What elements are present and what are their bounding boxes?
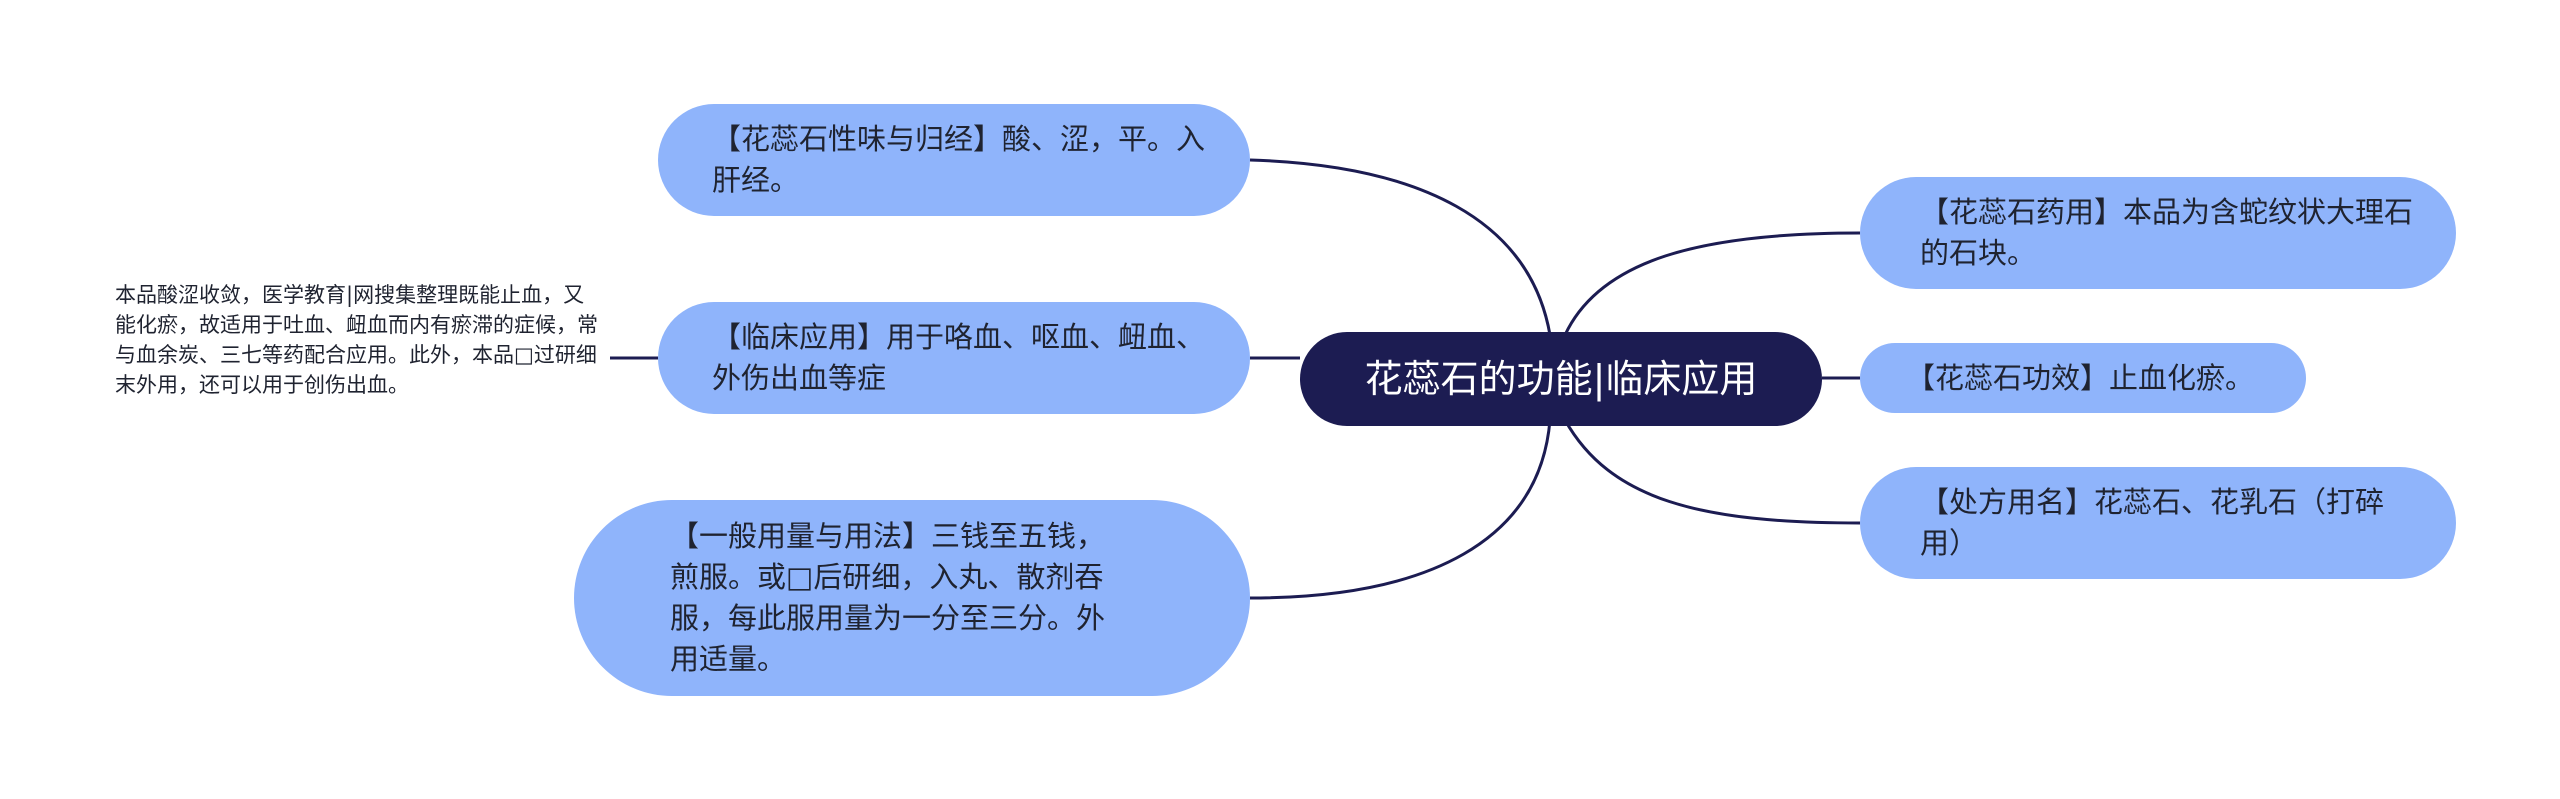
branch-node-right-2[interactable]: 【花蕊石功效】止血化瘀。 — [1860, 343, 2306, 413]
branch-node-label: 【花蕊石功效】止血化瘀。 — [1906, 360, 2255, 395]
note-text: 本品酸涩收敛，医学教育|网搜集整理既能止血，又能化瘀，故适用于吐血、衄血而内有瘀… — [115, 283, 598, 397]
branch-node-label: 【临床应用】用于咯血、呕血、衄血、外伤出血等症 — [712, 320, 1206, 395]
branch-node-left-2[interactable]: 【临床应用】用于咯血、呕血、衄血、外伤出血等症 — [658, 302, 1250, 414]
connector-root-to-right-3 — [1563, 419, 1861, 525]
branch-node-label: 【处方用名】花蕊石、花乳石（打碎用） — [1920, 485, 2385, 560]
branch-node-left-3[interactable]: 【一般用量与用法】三钱至五钱，煎服。或□后研细，入丸、散剂吞服，每此服用量为一分… — [574, 500, 1250, 696]
root-node-label: 花蕊石的功能|临床应用 — [1364, 357, 1758, 401]
connector-root-to-left-3 — [1249, 419, 1552, 600]
branch-node-right-3[interactable]: 【处方用名】花蕊石、花乳石（打碎用） — [1860, 467, 2456, 579]
branch-node-label: 【一般用量与用法】三钱至五钱，煎服。或□后研细，入丸、散剂吞服，每此服用量为一分… — [670, 519, 1106, 676]
branch-node-label: 【花蕊石性味与归经】酸、涩，平。入肝经。 — [712, 122, 1206, 197]
connector-root-to-right-1 — [1563, 231, 1861, 336]
branch-node-left-1[interactable]: 【花蕊石性味与归经】酸、涩，平。入肝经。 — [658, 104, 1250, 216]
branch-node-label: 【花蕊石药用】本品为含蛇纹状大理石的石块。 — [1920, 195, 2414, 270]
root-node[interactable]: 花蕊石的功能|临床应用 — [1300, 332, 1822, 426]
branch-node-right-1[interactable]: 【花蕊石药用】本品为含蛇纹状大理石的石块。 — [1860, 177, 2456, 289]
connector-root-to-left-1 — [1249, 158, 1552, 336]
